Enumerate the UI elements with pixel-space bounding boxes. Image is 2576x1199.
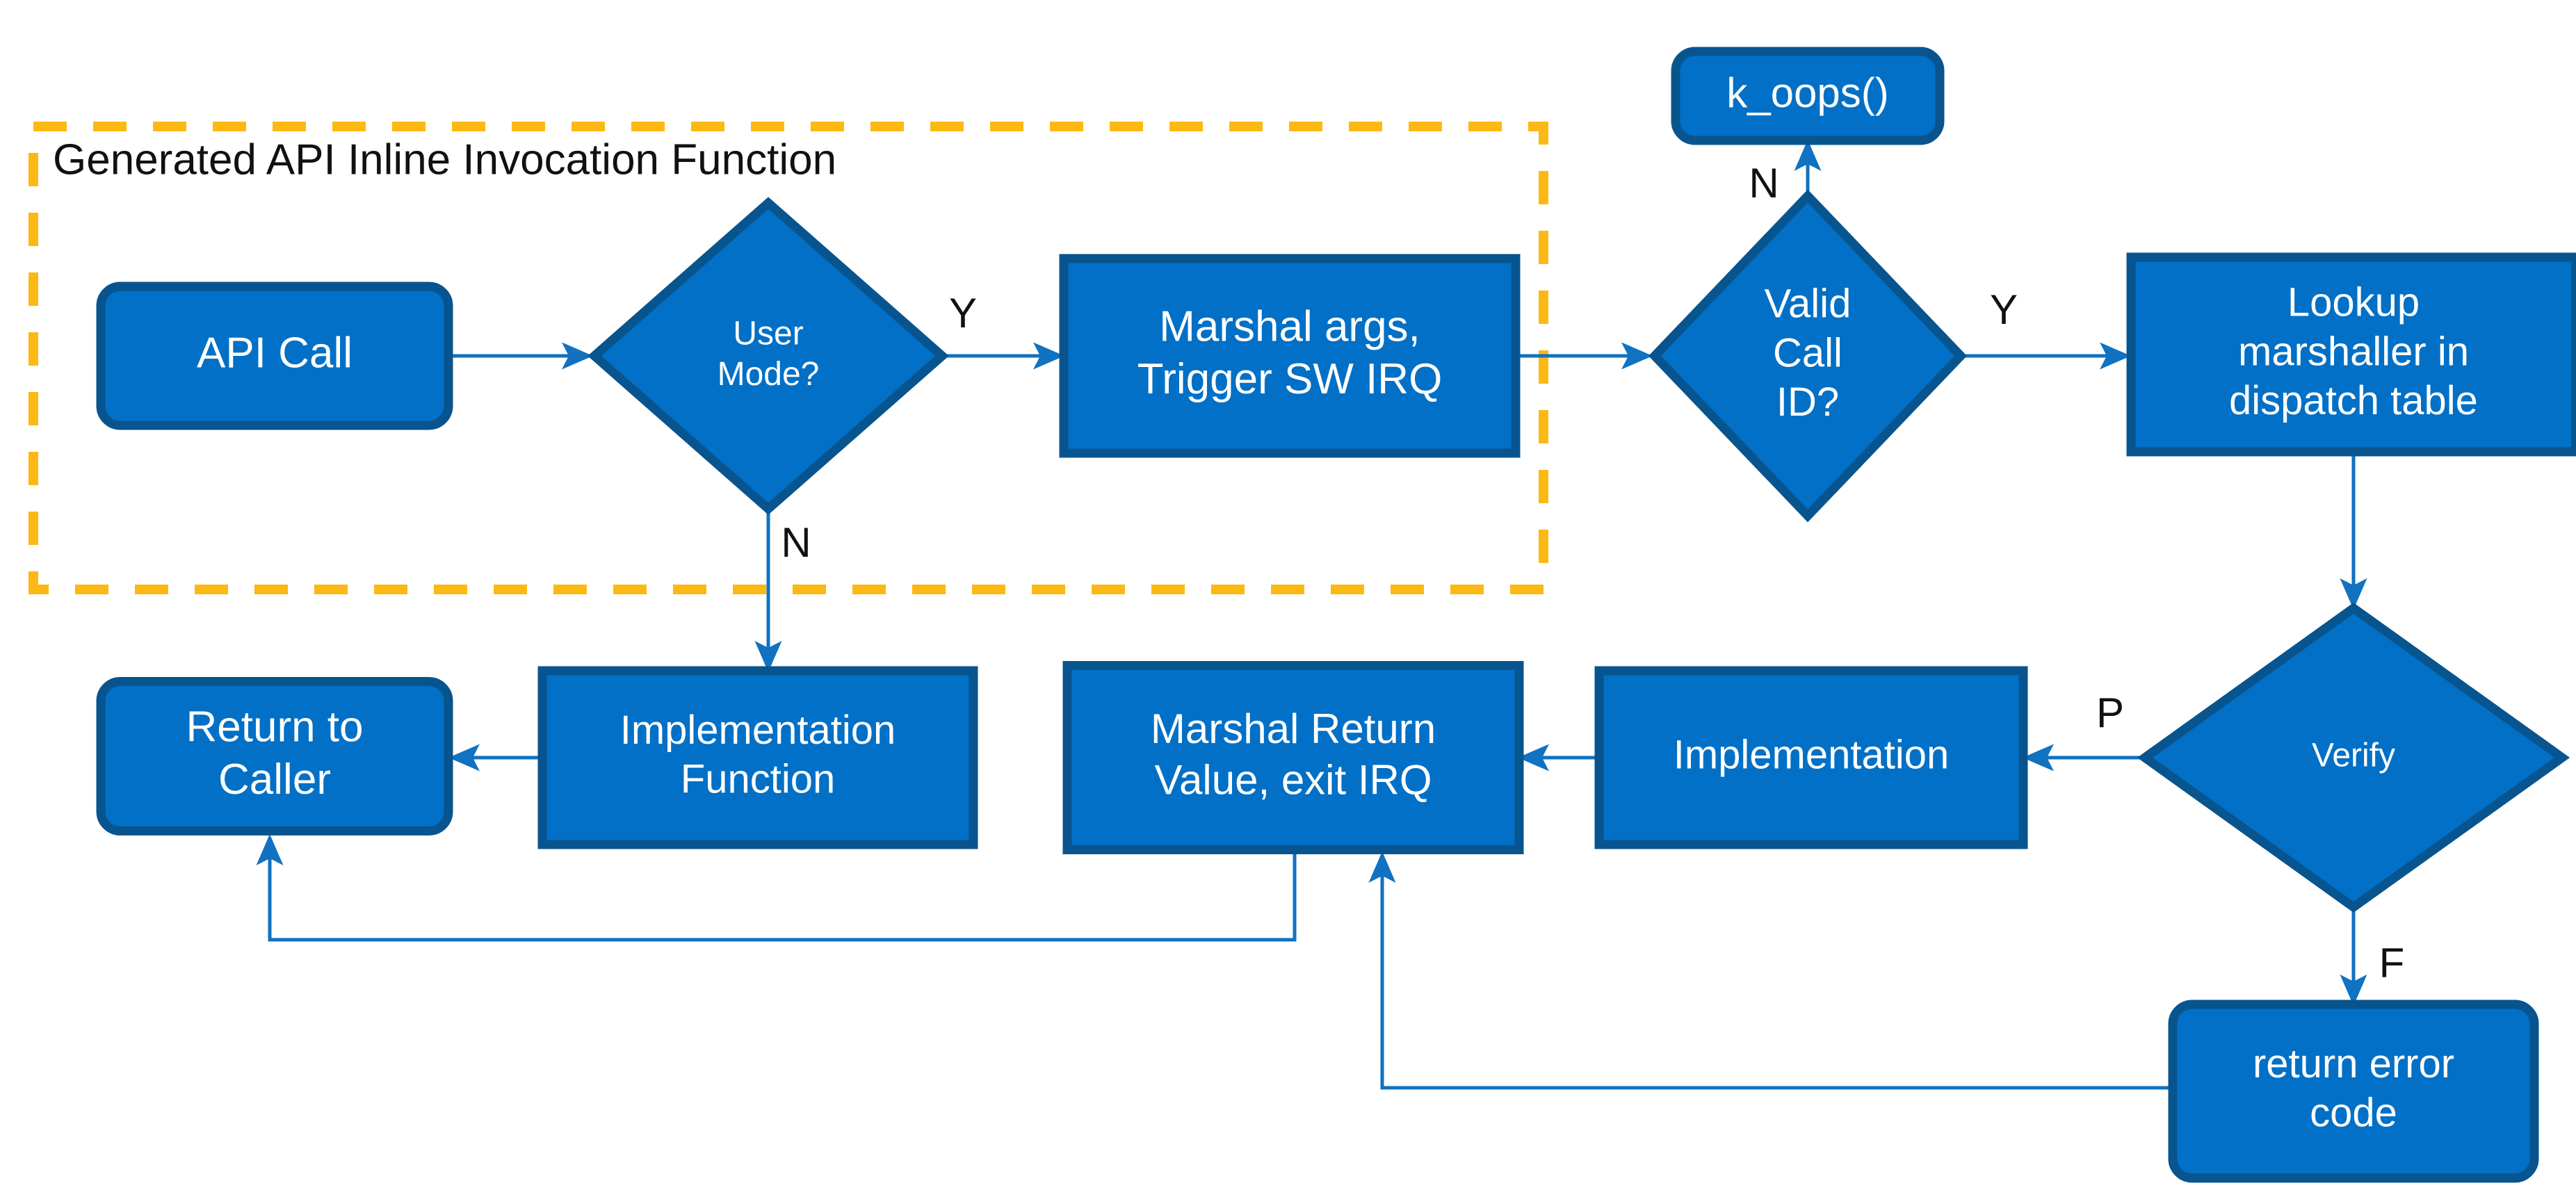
node-shape-rect[interactable] bbox=[1062, 661, 1524, 854]
edge-label-user_mode_yes: Y bbox=[949, 290, 977, 336]
node-return_error[interactable]: return error code bbox=[2168, 1000, 2539, 1183]
node-label-valid_call_id: ID? bbox=[1776, 380, 1839, 425]
group-boundary bbox=[29, 122, 1548, 594]
node-shape-rect[interactable] bbox=[2126, 252, 2576, 457]
node-k_oops[interactable]: k_oops() bbox=[1671, 47, 1945, 145]
node-api_call[interactable]: API Call bbox=[96, 282, 453, 430]
node-shape-rounded-rect[interactable] bbox=[1671, 47, 1945, 145]
edge-label-valid_call_no: N bbox=[1749, 160, 1779, 206]
node-shape-rect[interactable] bbox=[1594, 666, 2028, 849]
node-label-lookup_marshaller: Lookup bbox=[2287, 280, 2420, 325]
node-label-return_caller: Caller bbox=[218, 756, 331, 804]
node-label-return_error: code bbox=[2310, 1091, 2397, 1136]
group-title-layer: Generated API Inline Invocation Function bbox=[53, 136, 836, 183]
node-label-user_mode: User bbox=[733, 315, 803, 352]
edge-label-valid_call_yes: Y bbox=[1990, 286, 2018, 333]
group-dashed-border bbox=[29, 122, 1548, 594]
node-label-user_mode: Mode? bbox=[718, 356, 820, 393]
edge-label-layer: Y N N Y P F bbox=[781, 160, 2404, 986]
node-shape-diamond[interactable] bbox=[588, 197, 949, 515]
node-return_caller[interactable]: Return to Caller bbox=[96, 677, 453, 835]
node-label-lookup_marshaller: dispatch table bbox=[2229, 378, 2478, 423]
edge-returnerror-to-marshalreturn bbox=[1368, 851, 2172, 1090]
edge-marshalreturn-to-returncaller bbox=[256, 834, 1297, 942]
node-verify[interactable]: Verify bbox=[2137, 603, 2570, 913]
node-shape-rounded-rect[interactable] bbox=[2168, 1000, 2539, 1183]
node-shape-rect[interactable] bbox=[1059, 254, 1521, 458]
node-shape-diamond[interactable] bbox=[1649, 189, 1967, 523]
edge-layer bbox=[256, 140, 2367, 1090]
node-label-k_oops: k_oops() bbox=[1726, 70, 1888, 116]
node-label-marshal_return: Value, exit IRQ bbox=[1154, 756, 1432, 803]
node-label-marshal_args: Trigger SW IRQ bbox=[1137, 355, 1443, 403]
node-label-valid_call_id: Valid bbox=[1765, 282, 1852, 327]
node-label-return_caller: Return to bbox=[186, 703, 363, 751]
node-label-lookup_marshaller: marshaller in bbox=[2238, 329, 2469, 374]
node-label-marshal_return: Marshal Return bbox=[1151, 705, 1436, 752]
node-label-impl_function: Implementation bbox=[620, 708, 896, 753]
group-title: Generated API Inline Invocation Function bbox=[53, 136, 836, 183]
node-label-verify: Verify bbox=[2312, 737, 2395, 774]
node-label-api_call: API Call bbox=[197, 329, 353, 377]
node-label-valid_call_id: Call bbox=[1773, 330, 1842, 375]
node-label-implementation: Implementation bbox=[1674, 732, 1950, 777]
node-label-marshal_args: Marshal args, bbox=[1159, 303, 1420, 351]
node-shape-rounded-rect[interactable] bbox=[96, 677, 453, 835]
edge-label-verify_pass: P bbox=[2096, 690, 2124, 736]
node-shape-rounded-rect[interactable] bbox=[96, 282, 453, 430]
node-shape-diamond[interactable] bbox=[2137, 603, 2570, 913]
node-shape-rect[interactable] bbox=[537, 666, 978, 849]
node-implementation[interactable]: Implementation bbox=[1594, 666, 2028, 849]
edge-label-user_mode_no: N bbox=[781, 519, 811, 566]
node-label-impl_function: Function bbox=[681, 757, 835, 802]
edge-label-verify_fail: F bbox=[2379, 940, 2405, 986]
node-label-return_error: return error bbox=[2253, 1041, 2454, 1086]
node-marshal_args[interactable]: Marshal args,Trigger SW IRQ bbox=[1059, 254, 1521, 458]
